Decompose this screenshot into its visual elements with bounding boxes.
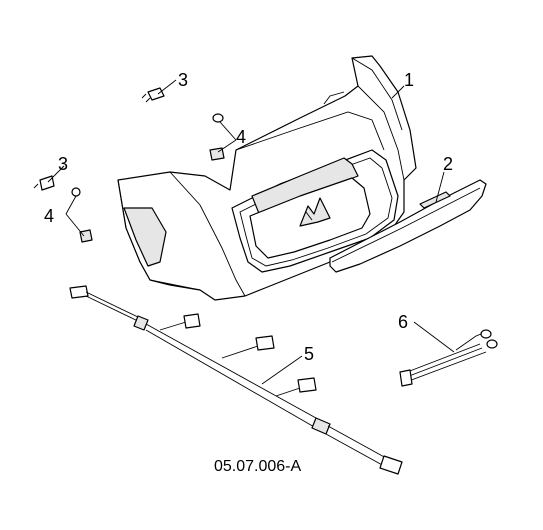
part-bulb-upper	[141, 87, 165, 103]
drawing-number: 05.07.006-A	[214, 458, 302, 475]
callout-5: 5	[304, 344, 314, 364]
part-bulb-lower	[33, 175, 55, 191]
callout-6: 6	[398, 312, 408, 332]
part-bumper-housing	[117, 55, 417, 301]
part-small-harness	[399, 329, 498, 387]
part-socket-lower	[71, 187, 93, 243]
callout-4-upper: 4	[236, 127, 246, 147]
callout-1: 1	[404, 70, 414, 90]
callout-2: 2	[443, 154, 453, 174]
callout-4-lower: 4	[44, 206, 54, 226]
callout-3-upper: 3	[178, 70, 188, 90]
leader-lines	[47, 79, 455, 385]
part-light-bar	[329, 179, 487, 273]
part-main-harness	[69, 285, 403, 475]
part-socket-upper	[209, 113, 225, 161]
callout-3-lower: 3	[58, 154, 68, 174]
